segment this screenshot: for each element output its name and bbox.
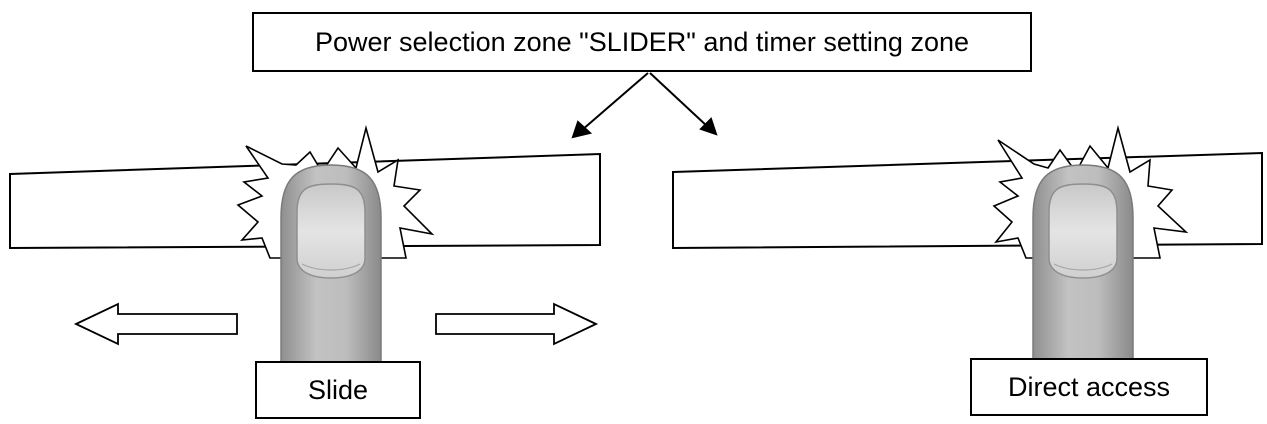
slider-strip-right	[672, 151, 1263, 250]
pointer-arrow-right	[649, 72, 709, 128]
arrow-right-icon	[435, 302, 599, 346]
direct-panel	[672, 124, 1263, 361]
direct-access-label: Direct access	[970, 358, 1208, 416]
pointer-arrowhead-right	[699, 117, 718, 136]
slide-label: Slide	[255, 361, 421, 419]
slide-panel	[9, 124, 601, 363]
finger-left	[280, 164, 382, 363]
arrow-left-icon	[73, 302, 238, 346]
pointer-arrow-left	[581, 72, 649, 131]
zone-label: Power selection zone "SLIDER" and timer …	[252, 12, 1032, 72]
pointer-arrows	[571, 72, 718, 139]
finger-right	[1032, 164, 1134, 361]
pointer-arrowhead-left	[571, 120, 593, 139]
